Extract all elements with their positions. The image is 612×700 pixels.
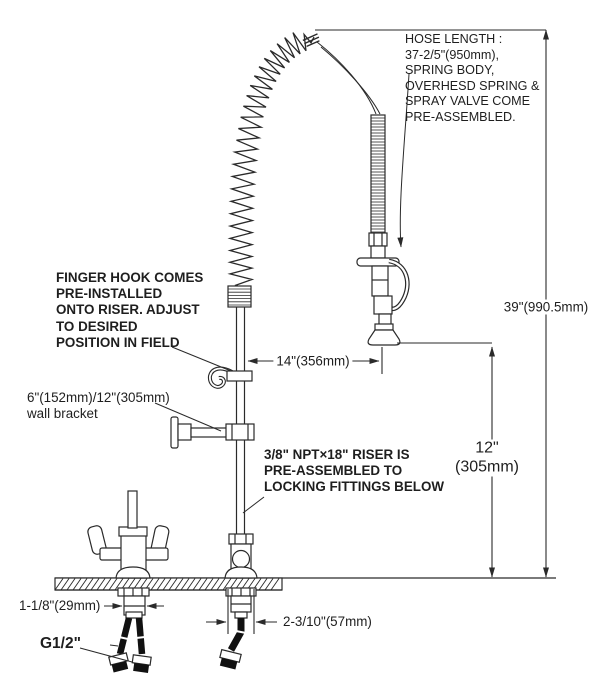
leader-finger-hook [171, 346, 232, 372]
hook-collar [226, 370, 253, 382]
ball-joint [231, 549, 251, 569]
supply-hose-riser [219, 618, 247, 670]
hose-to-spray-valve [316, 41, 381, 115]
note-hose-length: HOSE LENGTH : 37-2/5"(950mm), SPRING BOD… [405, 32, 540, 124]
bracket-coupling [225, 423, 255, 441]
dim-shank-width: 1-1/8"(29mm) [19, 598, 101, 613]
overhead-spring [370, 114, 386, 234]
counter-hatch [54, 578, 280, 591]
hose-nut [131, 654, 152, 666]
leader-riser-note [242, 496, 265, 514]
bracket-flange [170, 416, 179, 449]
note-finger-hook: FINGER HOOK COMES PRE-INSTALLED ONTO RIS… [56, 270, 204, 350]
hose-tip [111, 661, 129, 673]
valve-collar [370, 245, 386, 259]
valve-body [371, 265, 389, 297]
spring-ribs [371, 117, 385, 233]
dim-hose-drop: 14"(356mm) [273, 353, 353, 369]
collar-ribs [228, 288, 251, 306]
note-riser: 3/8" NPT×18" RISER IS PRE-ASSEMBLED TO L… [264, 447, 445, 495]
hose-tip [219, 657, 238, 670]
note-wall-bracket: 6"(152mm)/12"(305mm) wall bracket [27, 390, 170, 421]
leader-thread-size [79, 647, 133, 663]
hose-tip [133, 662, 150, 673]
dim-overall-height: 39"(990.5mm) [500, 299, 592, 315]
counter-surface [54, 577, 556, 591]
faucet-base-dome [115, 566, 151, 579]
riser-collar [227, 285, 252, 308]
riser-base-dome [224, 566, 258, 579]
leader-hose-note [397, 73, 410, 248]
hose-adapter [234, 611, 248, 619]
supply-hose-left [108, 617, 152, 673]
spray-valve-assembly [356, 114, 410, 346]
spring-hose-coil [227, 32, 320, 297]
faucet-body [87, 490, 170, 619]
spray-face-bell [367, 329, 401, 346]
dim-clearance: 12" (305mm) [451, 439, 523, 477]
bracket-nut [177, 423, 192, 441]
faucet-stem [127, 490, 138, 529]
finger-hook [207, 366, 253, 389]
valve-lower-body [373, 295, 393, 315]
bracket-arm [190, 427, 229, 438]
leader-lines [79, 73, 410, 663]
dim-base-spread: 2-3/10"(57mm) [283, 614, 372, 629]
leader-wall-bracket [154, 402, 222, 432]
fitting-nut [228, 533, 254, 545]
label-thread-size: G1/2" [40, 635, 81, 652]
valve-connector-nut [368, 232, 388, 247]
spray-head-cap [374, 323, 394, 331]
faucet-hose-adapter [125, 611, 143, 619]
leader-thread-dash [109, 644, 119, 647]
riser-locking-fitting [224, 533, 258, 619]
wall-bracket [170, 416, 255, 449]
